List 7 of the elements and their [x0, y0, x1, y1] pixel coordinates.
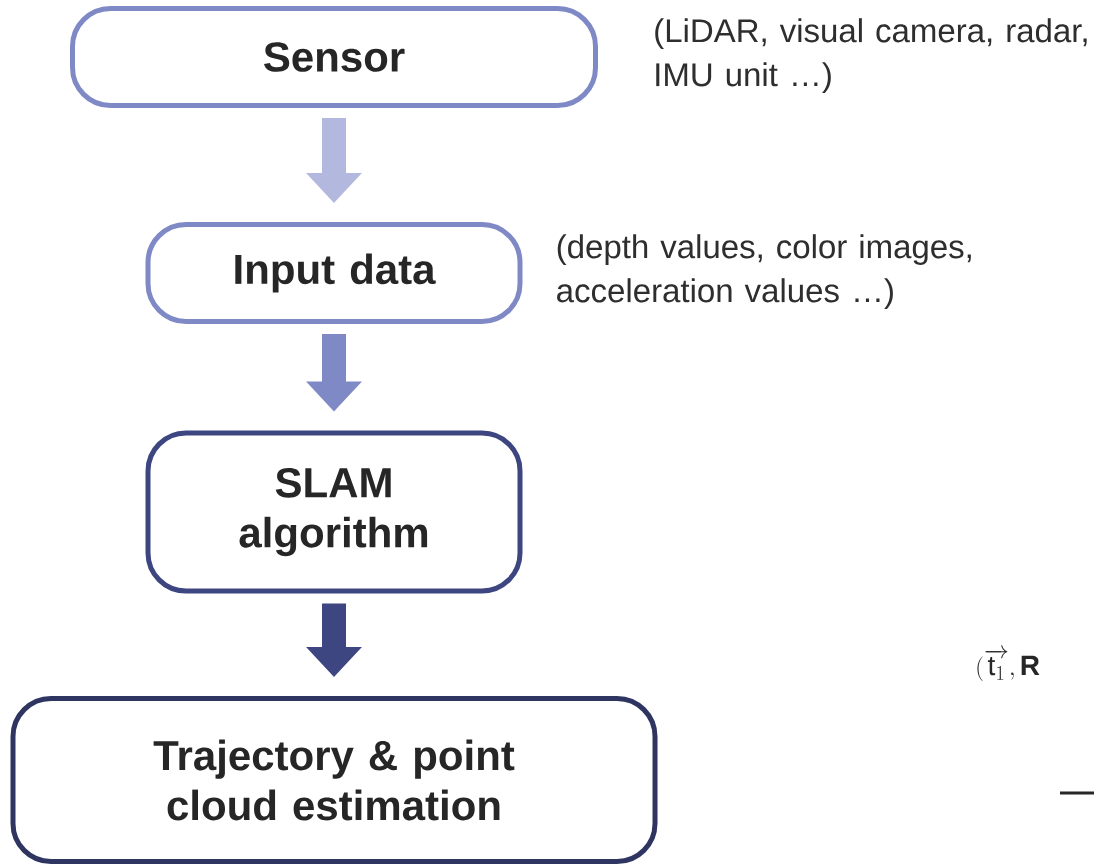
formula-fragment: $(\overrightarrow{\mathrm{t}_1}, \mathbf{R}$: [977, 645, 1040, 682]
annotation-text: (LiDAR, visual camera, radar, IMU unit …): [655, 18, 1087, 93]
process-box: Trajectory & point cloud estimation: [10, 696, 658, 864]
process-box: Input data: [145, 222, 523, 324]
annotation-text: (depth values, color images, acceleration values …): [557, 234, 971, 309]
process-box: SLAM algorithm: [145, 430, 523, 594]
process-box: Sensor: [70, 6, 598, 108]
